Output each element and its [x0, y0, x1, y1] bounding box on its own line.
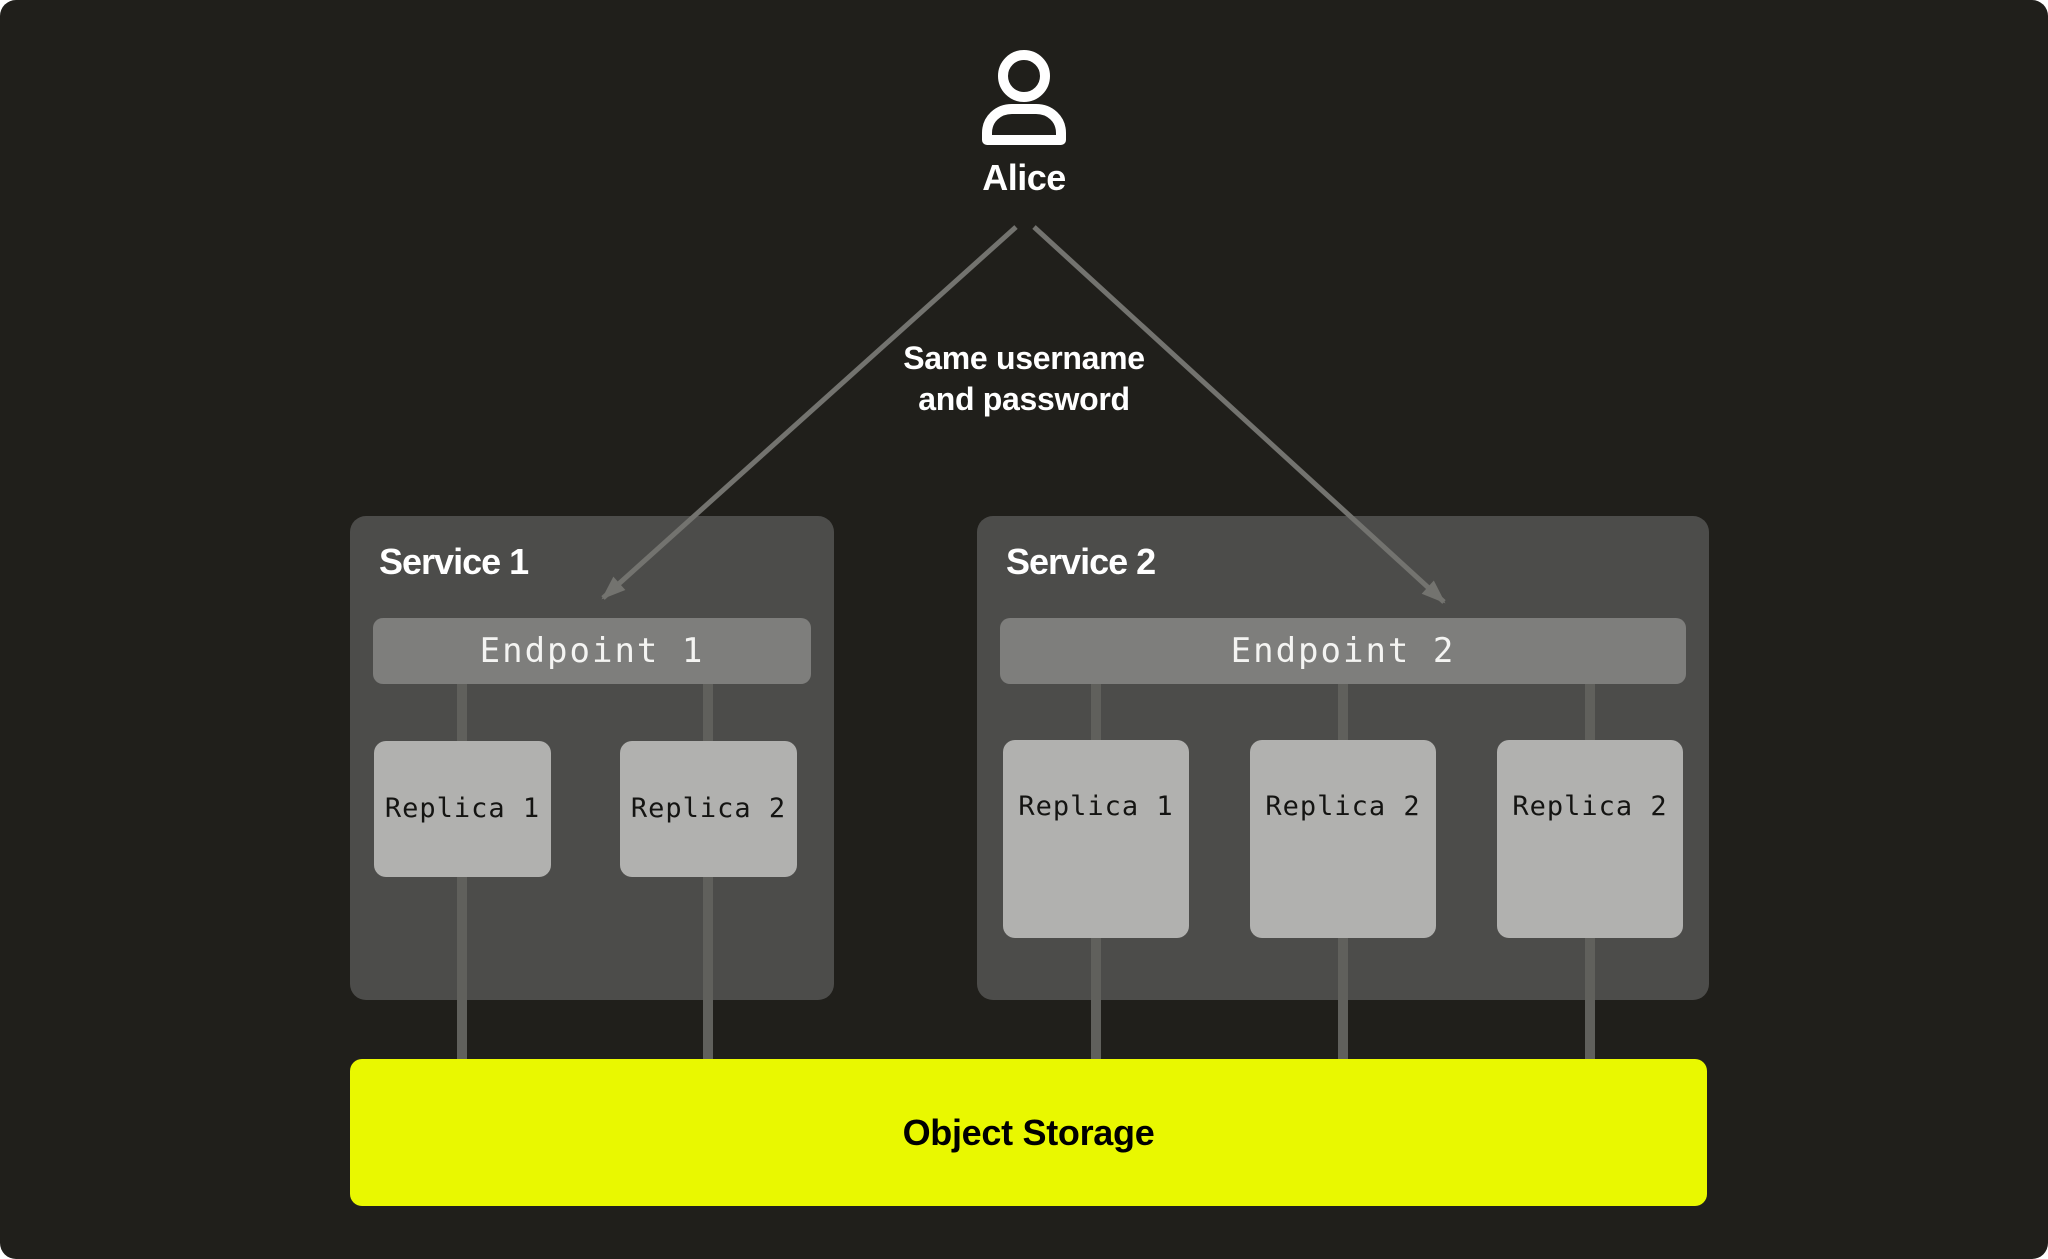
object-storage-label: Object Storage [902, 1111, 1155, 1153]
user-name: Alice [982, 157, 1066, 198]
service-2-replica-1: Replica 1 [1003, 740, 1189, 938]
replica-label: Replica 1 [1018, 791, 1174, 822]
person-icon [978, 44, 1070, 148]
service-1-title: Service 1 [379, 541, 529, 582]
endpoint-2-bar: Endpoint 2 [1000, 618, 1686, 684]
replica-label: Replica 2 [1512, 791, 1668, 822]
service-2-title: Service 2 [1006, 541, 1156, 582]
endpoint-1-bar: Endpoint 1 [373, 618, 811, 684]
annotation-line-1: Same username [903, 340, 1145, 376]
replica-label: Replica 2 [1265, 791, 1421, 822]
service-2-replica-3: Replica 2 [1497, 740, 1683, 938]
endpoint-2-label: Endpoint 2 [1230, 631, 1456, 671]
service-2-replica-2: Replica 2 [1250, 740, 1436, 938]
annotation-line-2: and password [918, 381, 1130, 417]
replica-label: Replica 1 [384, 793, 541, 824]
object-storage-bar: Object Storage [350, 1059, 1707, 1206]
replica-label: Replica 2 [630, 793, 787, 824]
endpoint-1-label: Endpoint 1 [479, 631, 705, 671]
service-1-replica-1: Replica 1 [374, 741, 551, 877]
service-1-replica-2: Replica 2 [620, 741, 797, 877]
connection-annotation: Same username and password [0, 338, 2048, 420]
